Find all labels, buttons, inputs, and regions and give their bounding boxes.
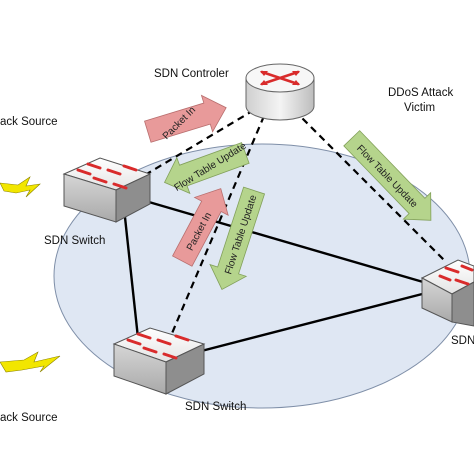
controller-label: SDN Controler bbox=[154, 68, 229, 80]
control-link-bottom bbox=[168, 115, 266, 339]
control-link-left bbox=[139, 109, 255, 179]
packet-in-arrow-top: Packet In bbox=[144, 94, 227, 143]
link-bottom-right bbox=[181, 290, 431, 358]
lightning-icon-bottom bbox=[0, 351, 61, 373]
link-left-right bbox=[141, 198, 431, 286]
switch-right-icon bbox=[420, 259, 474, 327]
link-left-bottom bbox=[122, 207, 140, 339]
data-links bbox=[122, 198, 431, 358]
sdn-controller-icon bbox=[245, 63, 315, 121]
switch-left-label: SDN Switch bbox=[44, 235, 105, 247]
attack-source-bottom-label: ack Source bbox=[0, 412, 58, 424]
lightning-icon-top bbox=[0, 176, 41, 198]
victim-label-line2: Victim bbox=[404, 102, 435, 114]
attack-source-top-label: ack Source bbox=[0, 116, 58, 128]
switch-bottom-label: SDN Switch bbox=[185, 401, 246, 413]
switch-bottom-icon bbox=[112, 327, 206, 395]
victim-label-line1: DDoS Attack bbox=[388, 87, 453, 99]
switch-left-icon bbox=[62, 157, 152, 223]
switch-right-label: SDN bbox=[451, 335, 474, 347]
control-links bbox=[139, 109, 447, 339]
